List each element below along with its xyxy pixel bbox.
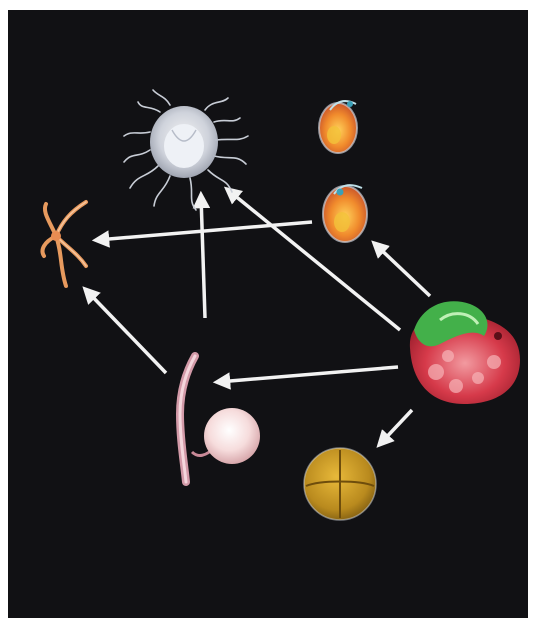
cleaving-embryo-icon xyxy=(304,448,376,520)
larva-icon xyxy=(319,101,357,153)
larva-icon xyxy=(323,185,367,242)
